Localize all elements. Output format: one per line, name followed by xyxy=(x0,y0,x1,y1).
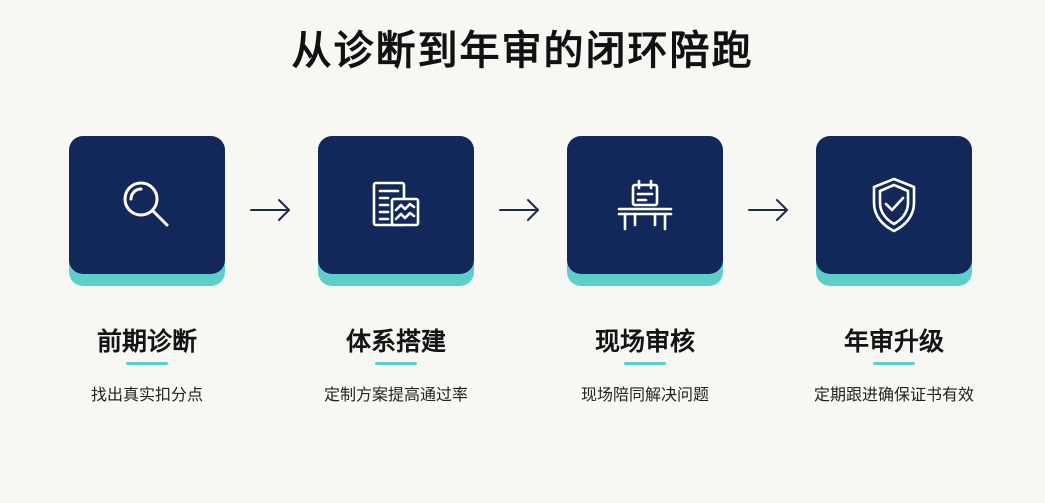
arrow-right-icon xyxy=(499,199,539,221)
shield-check-icon xyxy=(872,177,916,233)
step-description: 找出真实扣分点 xyxy=(90,385,203,404)
step-card xyxy=(567,136,723,286)
step-onsite-audit: 现场审核 现场陪同解决问题 xyxy=(567,136,725,404)
step-underline xyxy=(624,362,666,365)
step-card xyxy=(318,136,474,286)
card-box xyxy=(816,136,972,274)
step-description: 定制方案提高通过率 xyxy=(323,385,468,404)
card-box xyxy=(567,136,723,274)
step-annual-review: 年审升级 定期跟进确保证书有效 xyxy=(814,136,974,404)
step-description: 定期跟进确保证书有效 xyxy=(813,385,974,404)
step-title: 体系搭建 xyxy=(345,327,446,356)
step-system-building: 体系搭建 定制方案提高通过率 xyxy=(318,136,476,404)
step-title: 前期诊断 xyxy=(96,327,197,356)
desk-review-icon xyxy=(617,179,673,231)
search-icon xyxy=(123,181,169,227)
step-diagnosis: 前期诊断 找出真实扣分点 xyxy=(69,136,227,404)
arrow-right-icon xyxy=(250,199,290,221)
step-title: 现场审核 xyxy=(594,327,695,356)
step-description: 现场陪同解决问题 xyxy=(580,385,709,404)
step-underline xyxy=(126,362,168,365)
card-box xyxy=(318,136,474,274)
step-title: 年审升级 xyxy=(843,327,944,356)
step-card xyxy=(69,136,225,286)
document-chart-icon xyxy=(372,181,420,227)
step-underline xyxy=(873,362,915,365)
step-underline xyxy=(375,362,417,365)
arrow-right-icon xyxy=(748,199,788,221)
step-card xyxy=(816,136,972,286)
card-box xyxy=(69,136,225,274)
page-title: 从诊断到年审的闭环陪跑 xyxy=(291,28,754,74)
